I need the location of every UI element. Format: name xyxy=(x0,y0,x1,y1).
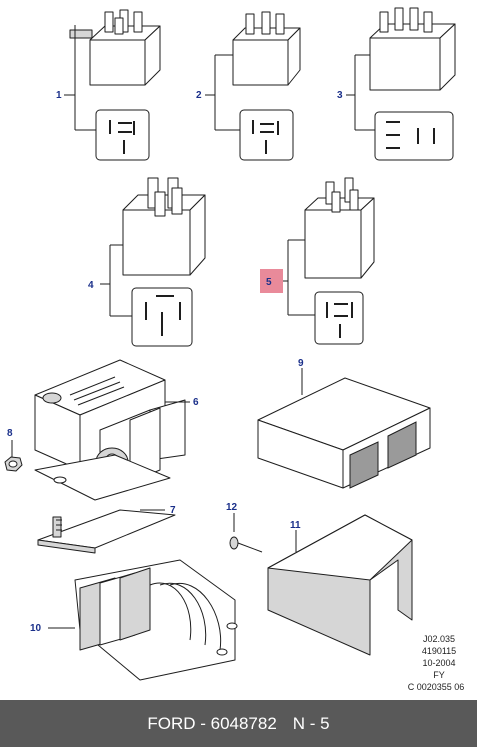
callout-2: 2 xyxy=(196,90,202,101)
footer-position: N - 5 xyxy=(292,713,330,733)
footer-bar: FORD - 6048782 N - 5 xyxy=(0,700,477,747)
reference-id: C 0020355 06 xyxy=(407,682,465,692)
reference-number: 4190115 xyxy=(421,646,457,656)
relay-1 xyxy=(64,9,161,161)
screw-12 xyxy=(229,513,263,553)
relay-holder-10 xyxy=(48,559,238,681)
callout-6: 6 xyxy=(193,397,199,408)
footer-part-number: FORD - 6048782 xyxy=(147,713,277,733)
control-module-6 xyxy=(34,359,190,501)
callout-7: 7 xyxy=(170,505,176,516)
callout-10: 10 xyxy=(30,623,42,634)
callout-5-highlight xyxy=(260,269,283,293)
cover-11 xyxy=(267,514,413,656)
reference-date: 10-2004 xyxy=(422,658,456,668)
callout-5: 5 xyxy=(266,277,272,288)
callout-8: 8 xyxy=(7,428,13,439)
callout-1: 1 xyxy=(56,90,62,101)
relay-5 xyxy=(282,177,375,345)
relay-4 xyxy=(100,177,206,347)
callout-4: 4 xyxy=(88,280,94,291)
relay-2 xyxy=(205,11,301,161)
reference-code: J02.035 xyxy=(422,634,456,644)
callout-11: 11 xyxy=(290,520,301,531)
reference-region: FY xyxy=(433,670,445,680)
bracket-7 xyxy=(37,509,176,554)
electronic-module-9 xyxy=(257,368,431,489)
callout-12: 12 xyxy=(226,502,238,513)
nut-8 xyxy=(4,440,23,472)
callout-3: 3 xyxy=(337,90,343,101)
callout-9: 9 xyxy=(298,358,304,369)
drawing-reference: J02.035 4190115 10-2004 FY C 0020355 06 xyxy=(407,633,471,693)
relay-3 xyxy=(346,7,456,161)
parts-diagram: 1 2 3 xyxy=(4,7,456,681)
